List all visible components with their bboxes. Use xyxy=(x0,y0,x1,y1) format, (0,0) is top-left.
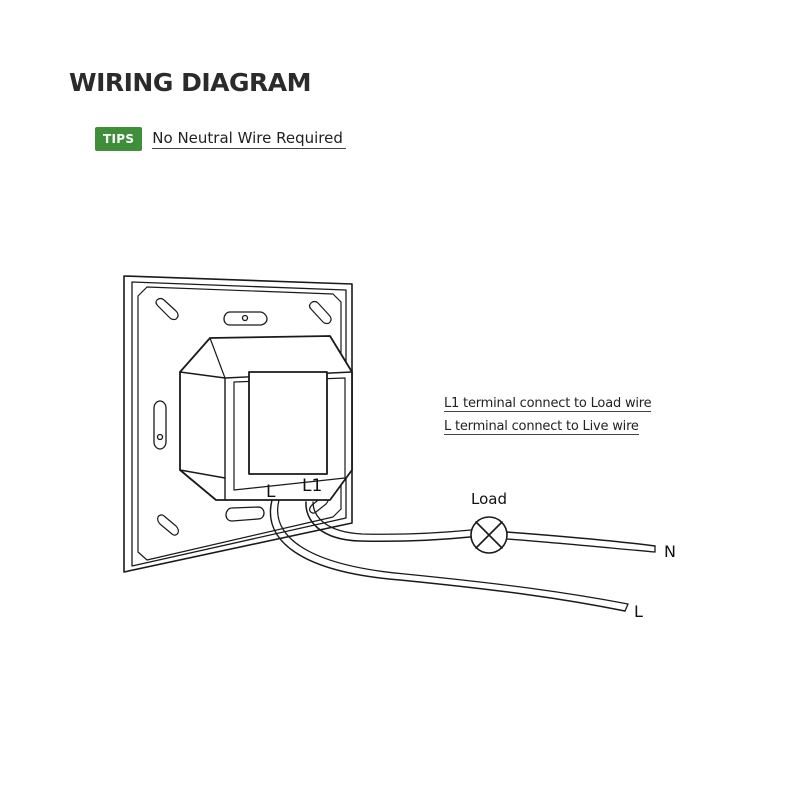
wire-from-L xyxy=(269,499,626,612)
note-l1-terminal: L1 terminal connect to Load wire xyxy=(444,396,652,412)
terminal-l1-label: L1 xyxy=(302,476,323,496)
load-label: Load xyxy=(471,490,507,508)
lamp-symbol xyxy=(470,516,508,554)
page-title: WIRING DIAGRAM xyxy=(69,68,311,97)
corner-slot-bl xyxy=(157,514,179,536)
terminal-l-label: L xyxy=(266,482,276,502)
wall-plate-back xyxy=(123,275,353,573)
wire-to-N xyxy=(506,531,656,547)
note-l-terminal: L terminal connect to Live wire xyxy=(444,419,639,435)
wire-n-label: N xyxy=(664,542,676,561)
wire-l-label: L xyxy=(634,602,643,621)
tips-badge: TIPS xyxy=(95,127,143,151)
wire-from-L-inner xyxy=(277,499,629,605)
wire-from-L1 xyxy=(305,501,471,543)
corner-slot-tr xyxy=(308,300,332,325)
mounting-slot-bottom xyxy=(225,506,265,522)
mounting-slot-left xyxy=(153,400,167,450)
wall-plate-inner xyxy=(137,286,342,561)
switch-window xyxy=(248,371,328,475)
switch-box xyxy=(179,335,353,501)
wall-plate-front xyxy=(131,281,347,567)
mounting-slot-top xyxy=(223,311,268,326)
corner-slot-tl xyxy=(155,297,179,321)
wire-to-N-inner xyxy=(506,538,656,553)
wire-from-L1-inner xyxy=(312,501,472,535)
tips-row: TIPS No Neutral Wire Required xyxy=(95,127,346,151)
tips-text: No Neutral Wire Required xyxy=(152,129,346,149)
